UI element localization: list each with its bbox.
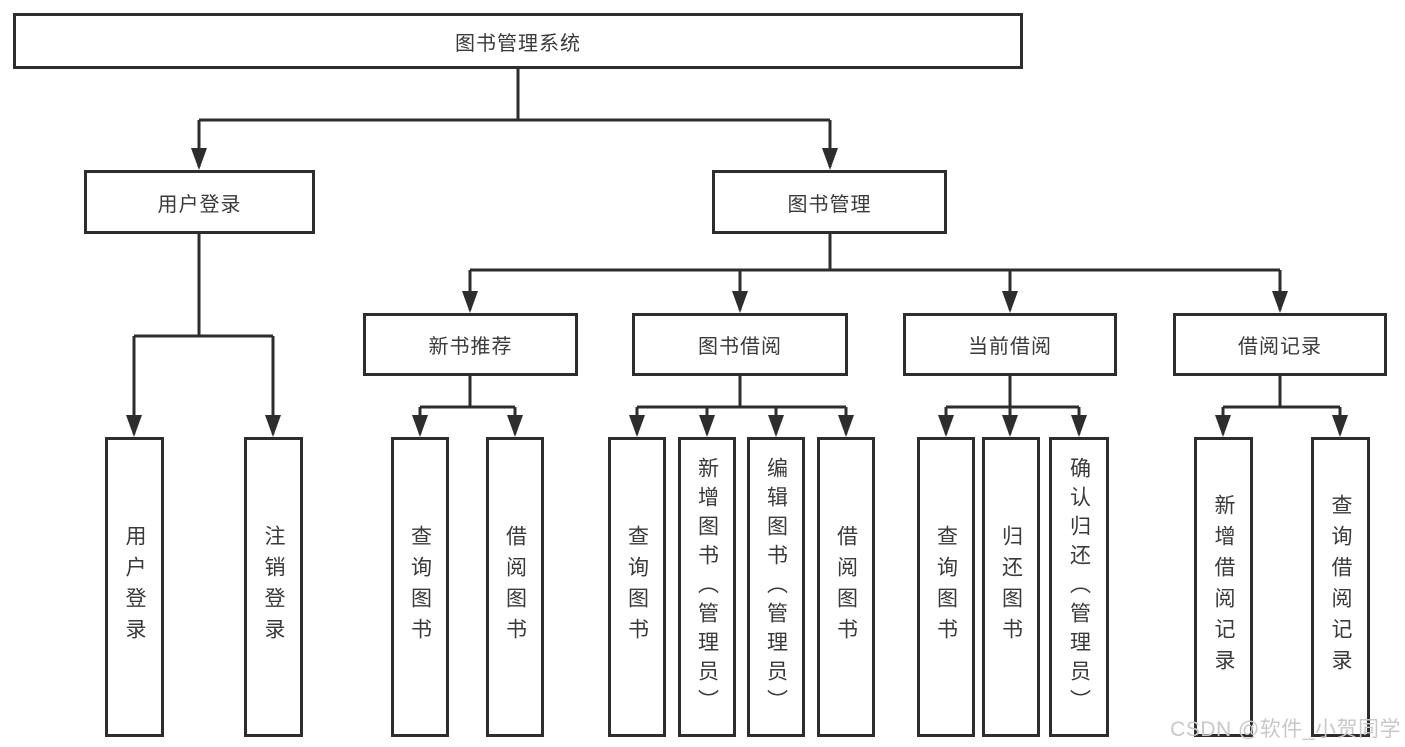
node-label: 新书推荐 (428, 336, 513, 358)
leaf-borrowing-query-books: 查询图书 (608, 437, 666, 737)
leaf-add-borrow-record: 新增借阅记录 (1194, 437, 1253, 737)
leaf-label: 注销登录 (262, 525, 285, 649)
node-library-management-system: 图书管理系统 (13, 13, 1023, 69)
leaf-label: 借阅图书 (503, 525, 527, 649)
leaf-confirm-return-admin: 确认归还（管理员） (1049, 437, 1109, 737)
node-book-borrowing: 图书借阅 (632, 313, 848, 376)
leaf-label: 确认归还（管理员） (1067, 456, 1091, 718)
leaf-recommend-borrow-books: 借阅图书 (486, 437, 544, 737)
node-user-login: 用户登录 (84, 170, 315, 234)
node-current-borrowing: 当前借阅 (903, 313, 1117, 376)
leaf-query-borrow-record: 查询借阅记录 (1311, 437, 1370, 737)
leaf-edit-books-admin: 编辑图书（管理员） (747, 437, 805, 737)
leaf-label: 借阅图书 (834, 525, 858, 649)
leaf-label: 归还图书 (999, 525, 1023, 649)
leaf-label: 新增图书（管理员） (695, 456, 719, 718)
node-label: 借阅记录 (1238, 336, 1322, 358)
leaf-label: 查询借阅记录 (1329, 494, 1352, 680)
leaf-label: 查询图书 (934, 525, 958, 649)
node-label: 图书管理系统 (455, 32, 581, 55)
leaf-label: 查询图书 (625, 525, 649, 649)
leaf-return-books: 归还图书 (982, 437, 1040, 737)
leaf-logout: 注销登录 (244, 437, 303, 737)
leaf-label: 查询图书 (408, 525, 432, 649)
leaf-borrowing-borrow-books: 借阅图书 (817, 437, 875, 737)
node-label: 图书管理 (787, 193, 872, 216)
leaf-current-query-books: 查询图书 (917, 437, 975, 737)
node-new-book-recommendation: 新书推荐 (363, 313, 578, 376)
node-label: 图书借阅 (698, 336, 782, 358)
leaf-recommend-query-books: 查询图书 (391, 437, 449, 737)
leaf-label: 用户登录 (123, 525, 146, 649)
leaf-label: 编辑图书（管理员） (764, 456, 788, 718)
node-borrowing-records: 借阅记录 (1173, 313, 1387, 376)
leaf-add-books-admin: 新增图书（管理员） (678, 437, 736, 737)
csdn-watermark: CSDN @软件_小贺同学 (1170, 718, 1401, 741)
node-book-management: 图书管理 (712, 170, 947, 234)
leaf-user-login: 用户登录 (105, 437, 164, 737)
node-label: 当前借阅 (968, 336, 1052, 358)
leaf-label: 新增借阅记录 (1212, 494, 1235, 680)
node-label: 用户登录 (157, 193, 242, 216)
